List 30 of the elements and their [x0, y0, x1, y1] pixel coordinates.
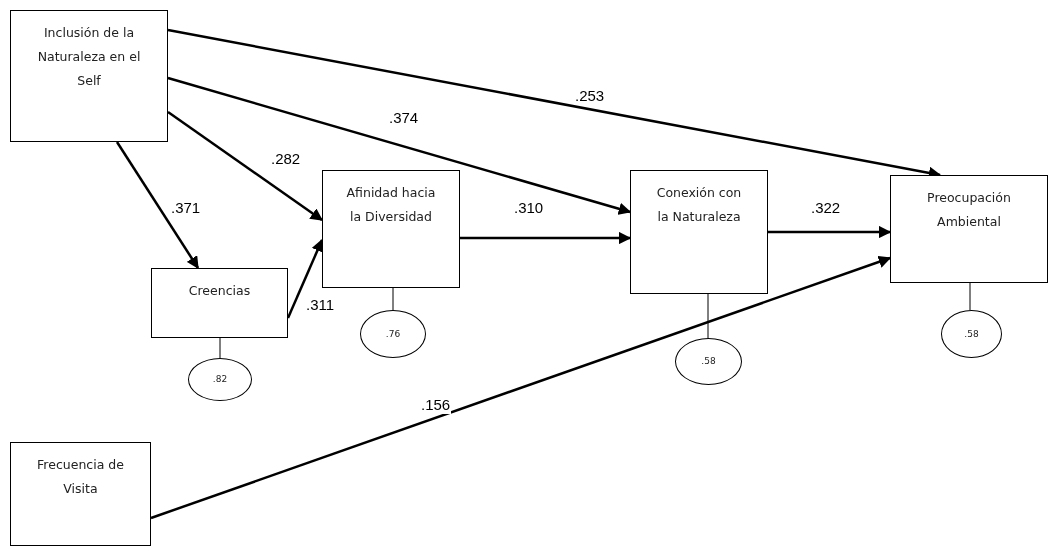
edge-label: .156: [420, 397, 452, 414]
variable-box: [890, 175, 1048, 283]
connector-line: [969, 282, 971, 311]
connector-line: [392, 287, 394, 311]
variable-name: Preocupación Ambiental: [926, 189, 1012, 231]
arrow: [150, 255, 892, 520]
error-value: .58: [964, 329, 979, 339]
arrow: [286, 238, 324, 319]
error-term-circle: [360, 310, 426, 358]
variable-name: Afinidad hacia la Diversidad: [346, 184, 436, 226]
arrow: [167, 110, 323, 222]
error-term-circle: [941, 310, 1002, 358]
arrow: [460, 231, 632, 245]
connector-line: [707, 293, 709, 339]
variable-box: [322, 170, 460, 288]
variable-name: Inclusión de la Naturaleza en el Self: [36, 24, 142, 90]
variable-name: Creencias: [188, 282, 251, 300]
variable-name: Conexión con la Naturaleza: [655, 184, 743, 226]
error-value: .82: [212, 375, 228, 384]
variable-box: [10, 10, 168, 142]
arrow: [167, 76, 632, 215]
error-value: .76: [385, 329, 401, 339]
arrow: [115, 141, 200, 270]
arrow: [768, 225, 892, 239]
variable-box: [10, 442, 151, 546]
variable-name: Frecuencia de Visita: [36, 456, 125, 498]
variable-box: [151, 268, 288, 338]
connector-line: [219, 337, 221, 359]
error-value: .58: [701, 357, 716, 366]
variable-box: [630, 170, 768, 294]
